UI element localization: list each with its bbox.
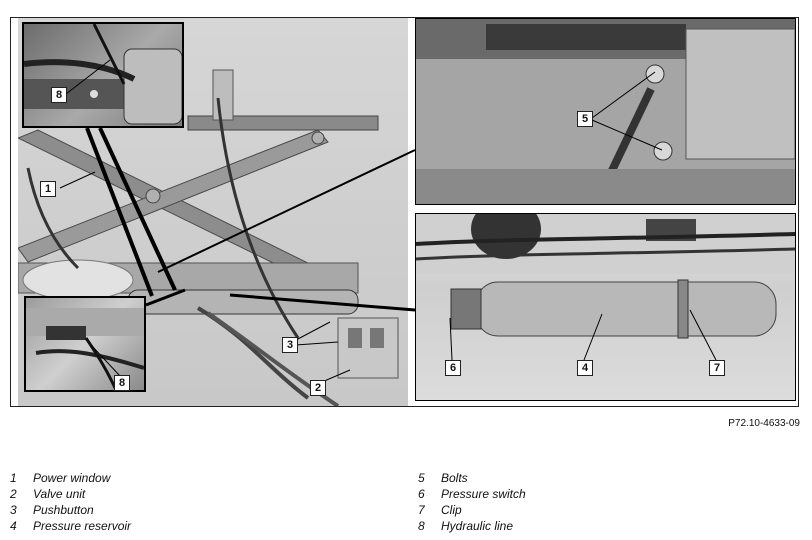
legend-item: 1 Power window [10,470,131,486]
legend-item: 5 Bolts [418,470,526,486]
cylinder-end [123,48,182,125]
inset-bottom-drawing [26,308,144,390]
callout-hydraulic-line-top: 8 [51,87,67,103]
legend-label: Hydraulic line [441,519,514,533]
inset-top-drawing [24,24,182,125]
bracket-block [685,28,795,160]
valve-connector [348,328,362,348]
hydraulic-hose [84,337,118,390]
hydraulic-hose [92,24,126,85]
legend-item: 4 Pressure reservoir [10,518,131,534]
legend-label: Valve unit [33,487,86,501]
pressure-switch-body [450,288,482,330]
legend-number: 1 [10,471,17,485]
callout-power-window: 1 [40,181,56,197]
lower-edge [416,169,795,204]
braided-hose [486,24,686,50]
callout-valve-unit: 2 [310,380,326,396]
legend-number: 7 [418,503,425,517]
legend-item: 2 Valve unit [10,486,131,502]
clip-band [677,279,689,339]
photo-pressure-reservoir [415,213,796,401]
legend-number: 4 [10,519,17,533]
pressure-reservoir-body [475,281,777,337]
inset-hydraulic-line-top [22,22,184,128]
cable [26,167,80,270]
screw [90,90,98,98]
legend-right: 5 Bolts 6 Pressure switch 7 Clip 8 Hydraulic… [418,470,526,534]
legend-item: 8 Hydraulic line [418,518,526,534]
legend-item: 7 Clip [418,502,526,518]
photo-bolts [415,18,796,205]
legend-label: Pressure reservoir [33,519,132,533]
legend-label: Bolts [441,471,468,485]
cable [196,306,310,400]
pivot [311,131,325,145]
legend-number: 5 [418,471,425,485]
valve-connector [370,328,384,348]
callout-clip: 7 [709,360,725,376]
top-rail [187,115,379,131]
reservoir-drawing [416,214,795,339]
bolt [645,64,665,84]
legend-label: Pressure switch [441,487,526,501]
legend-label: Pushbutton [33,503,94,517]
legend-number: 8 [418,519,425,533]
legend-left: 1 Power window 2 Valve unit 3 Pushbutton 4 P… [10,470,131,534]
callout-hydraulic-line-bottom: 8 [114,375,130,391]
callout-pressure-reservoir: 4 [577,360,593,376]
pivot [145,188,161,204]
figure-reference: P72.10-4633-09 [728,418,800,429]
hydraulic-hose [35,349,144,370]
mount-bracket [212,69,234,121]
legend-number: 6 [418,487,425,501]
callout-bolts: 5 [577,111,593,127]
hydraulic-cylinder [127,289,359,315]
legend-item: 6 Pressure switch [418,486,526,502]
legend-label: Clip [441,503,462,517]
callout-pressure-switch: 6 [445,360,461,376]
legend-item: 3 Pushbutton [10,502,131,518]
rubber-boot [471,214,541,259]
hydraulic-hose [416,247,795,261]
hydraulic-hose [416,232,795,246]
callout-pushbutton: 3 [282,337,298,353]
hose-fitting [46,326,86,340]
bolts-drawing [416,19,795,204]
bolt [653,141,673,161]
valve-unit-body [337,317,399,379]
legend-number: 3 [10,503,17,517]
legend-label: Power window [33,471,111,485]
legend-number: 2 [10,487,17,501]
